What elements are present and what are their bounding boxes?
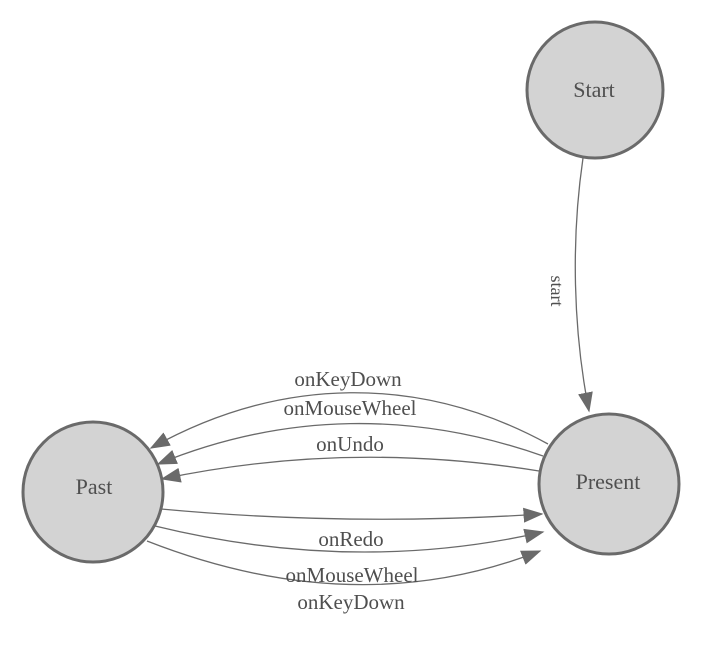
transition-label-onkeydown-top: onKeyDown xyxy=(294,367,402,391)
transition-start-to-present xyxy=(574,157,593,413)
transition-label-onmousewheel-bottom: onMouseWheel xyxy=(286,563,419,587)
state-label-start: Start xyxy=(573,77,615,102)
transition-label-start: start xyxy=(547,276,567,307)
state-node-past: Past xyxy=(21,420,165,564)
transition-label-onredo: onRedo xyxy=(318,527,383,551)
transition-onredo-past-to-present xyxy=(160,507,544,523)
state-node-start: Start xyxy=(525,20,665,160)
state-label-present: Present xyxy=(576,469,641,494)
transition-label-onkeydown-bottom: onKeyDown xyxy=(297,590,405,614)
state-node-present: Present xyxy=(537,412,681,556)
transition-label-onundo: onUndo xyxy=(316,432,384,456)
transition-label-onmousewheel-top: onMouseWheel xyxy=(284,396,417,420)
state-label-past: Past xyxy=(76,474,113,499)
state-circle-past xyxy=(21,420,165,564)
transition-onmousewheel-present-to-past xyxy=(156,422,544,465)
transition-onmousewheel-past-to-present xyxy=(154,525,545,553)
transition-onundo-present-to-past xyxy=(160,456,540,483)
transition-onkeydown-present-to-past xyxy=(149,392,549,449)
state-circle-present xyxy=(537,412,681,556)
state-circle-start xyxy=(525,20,665,160)
transition-onkeydown-past-to-present xyxy=(146,540,542,586)
